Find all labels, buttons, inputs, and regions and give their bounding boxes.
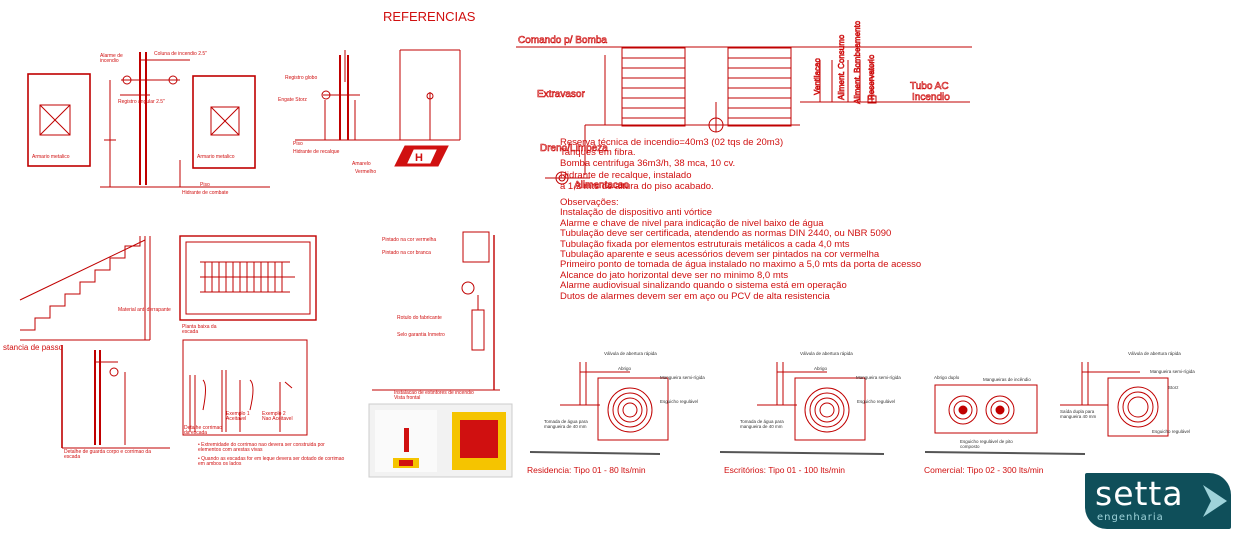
label-pintado-branca: Pintado na cor branca	[382, 250, 431, 256]
label-hidrante-recalque: Hidrante de recalque	[293, 149, 340, 155]
label-selo: Selo garantia Inmetro	[397, 332, 445, 338]
label-ventilacao: Ventilacao	[813, 58, 823, 96]
hose-label-tomada-2: Tomada de água para mangueira de 40 mm	[740, 419, 784, 429]
note-line: Reserva técnica de incendio=40m3 (02 tqs…	[560, 137, 784, 148]
note-line: Instalação de dispositivo anti vórtice	[560, 207, 713, 219]
hose-label-mangueiras-incendio: Mangueiras de incêndio	[983, 377, 1031, 382]
logo-name: setta	[1095, 474, 1184, 513]
hose-reel-3	[934, 362, 1169, 437]
label-coluna: Coluna de incendio 2.5"	[154, 51, 207, 57]
label-extravasor: Extravasor	[537, 89, 585, 100]
stair-plan	[179, 235, 317, 321]
label-alarme: Alarme de incendio	[100, 53, 123, 64]
note-line: a 1,2 mts de altura do piso acabado.	[560, 180, 714, 192]
label-pintado-vermelho: Pintado na cor vermelha	[382, 237, 437, 243]
note-line: Alarme e chave de nivel para indicação d…	[560, 217, 824, 229]
recalque-detail: H	[295, 49, 461, 167]
label-alimentacao: Alimentacao	[574, 180, 630, 191]
label-armario-1: Armario metalico	[32, 154, 70, 160]
label-incendio: Incendio	[912, 92, 950, 103]
label-exemplo-2: Exemplo 2 Nao Aceitavel	[262, 411, 293, 422]
hose-label-abrigo-duplo: Abrigo duplo	[934, 375, 960, 380]
hose-label-esguicho-pito: Esguicho regulável de pito composto	[960, 439, 1013, 449]
note-line: Tubulação deve ser certificada, atendend…	[560, 228, 892, 240]
note-line: Alcance do jato horizontal deve ser no m…	[560, 269, 789, 281]
label-detalhe-corrimao: Detalhe corrimao da escada	[184, 425, 223, 436]
notes-block: Reserva técnica de incendio=40m3 (02 tqs…	[560, 137, 922, 302]
stair-section	[19, 236, 151, 341]
caption-residencia: Residencia: Tipo 01 - 80 lts/min	[527, 465, 646, 475]
caption-comercial: Comercial: Tipo 02 - 300 lts/min	[924, 465, 1044, 475]
label-bullet-1: • Extremidade do corrimao nao devera ser…	[198, 442, 325, 453]
hose-label-tomada-1: Tomada de água para mangueira de 40 mm	[544, 419, 588, 429]
tanks-diagram	[516, 46, 972, 185]
label-bullet-2: • Quando as escadas for em leque devera …	[198, 456, 345, 467]
page-title: REFERENCIAS	[383, 9, 476, 24]
hose-label-storz: Storz	[1168, 385, 1179, 390]
note-line: Tubulação fixada por elementos estrutura…	[560, 238, 850, 250]
label-instalacao-extintores: Instalacao de extintores de incendio Vis…	[394, 390, 474, 401]
label-engate: Engate Storz	[278, 97, 307, 103]
label-dreno: Dreno/Limpeza	[540, 143, 608, 154]
logo-sub: engenharia	[1097, 512, 1164, 523]
note-line: Bomba centrifuga 36m3/h, 38 mca, 10 cv.	[560, 157, 736, 169]
label-piso-2: Piso	[293, 141, 303, 147]
hose-label-mangueira-1: Mangueira semi-rígida	[660, 375, 705, 380]
label-detalhe-guarda: Detalhe de guarda corpo e corrimao da es…	[64, 449, 151, 460]
handrail-examples	[182, 339, 308, 436]
label-rotulo: Rotulo do fabricante	[397, 315, 442, 321]
svg-text:H: H	[415, 152, 423, 164]
extinguisher-photo	[368, 403, 513, 478]
caption-escritorios: Escritórios: Tipo 01 - 100 lts/min	[724, 465, 845, 475]
guardrail-detail	[61, 345, 170, 449]
logo-mark-icon	[1203, 485, 1227, 517]
label-armario-2: Armario metalico	[197, 154, 235, 160]
hose-label-abrigo-2: Abrigo	[814, 366, 828, 371]
cabinet-detail	[27, 52, 270, 188]
label-reservatorio: Reservatorio	[867, 54, 877, 100]
note-line: Tanques em fibra.	[560, 147, 636, 159]
note-line: Primeiro ponto de tomada de água instala…	[560, 259, 922, 271]
hose-label-valvula-2: Válvula de abertura rápida	[800, 351, 853, 356]
label-planta-baixa: Planta baixa da escada	[182, 324, 217, 335]
hose-reel-2	[757, 362, 866, 441]
hose-label-valvula-1: Válvula de abertura rápida	[604, 351, 657, 356]
label-hidrante: Hidrante de combate	[182, 190, 229, 196]
hose-label-esguicho-1: Esguicho regulável	[660, 399, 699, 404]
note-line: Tubulação aparente e seus acessórios dev…	[560, 249, 880, 261]
hose-reel-1	[560, 362, 669, 441]
label-vermelho: Vermelho	[355, 169, 377, 175]
label-exemplo-1: Exemplo 1 Aceitavel	[226, 411, 250, 422]
hose-label-esguicho-2: Esguicho regulável	[857, 399, 896, 404]
label-piso: Piso	[200, 182, 210, 188]
hose-label-abrigo-1: Abrigo	[618, 366, 632, 371]
note-line: Dutos de alarmes devem ser em aço ou PCV…	[560, 290, 830, 302]
hose-label-mangueira-2: Mangueira semi-rígida	[856, 375, 901, 380]
label-aliment-bombeamento: Aliment. Bombeamento	[853, 20, 863, 105]
label-aliment-consumo: Aliment. Consumo	[837, 34, 847, 100]
note-line: Alarme audiovisual sinalizando quando o …	[560, 280, 847, 292]
label-registro-angular: Registro angular 2.5"	[118, 99, 165, 105]
hose-label-esguicho-3: Esguicho regulável	[1152, 429, 1191, 434]
label-amarelo: Amarelo	[352, 161, 371, 167]
label-instancia: stancia de passo	[3, 343, 64, 352]
note-line: Observações:	[560, 197, 619, 209]
note-line: Hidrante de recalque, instalado	[560, 170, 692, 182]
extinguisher-detail	[372, 231, 500, 391]
label-comando: Comando p/ Bomba	[518, 35, 608, 46]
setta-logo: setta engenharia	[1085, 473, 1231, 529]
hose-label-saida-dupla: Saída dupla para mangueira 40 mm	[1060, 409, 1097, 419]
hose-label-mangueira-3: Mangueira semi-rígida	[1150, 369, 1195, 374]
label-registro-globo: Registro globo	[285, 75, 318, 81]
label-material-anti: Material anti derrapante	[118, 307, 171, 313]
label-tubo-ac: Tubo AC	[910, 81, 949, 92]
hose-label-valvula-3: Válvula de abertura rápida	[1128, 351, 1181, 356]
